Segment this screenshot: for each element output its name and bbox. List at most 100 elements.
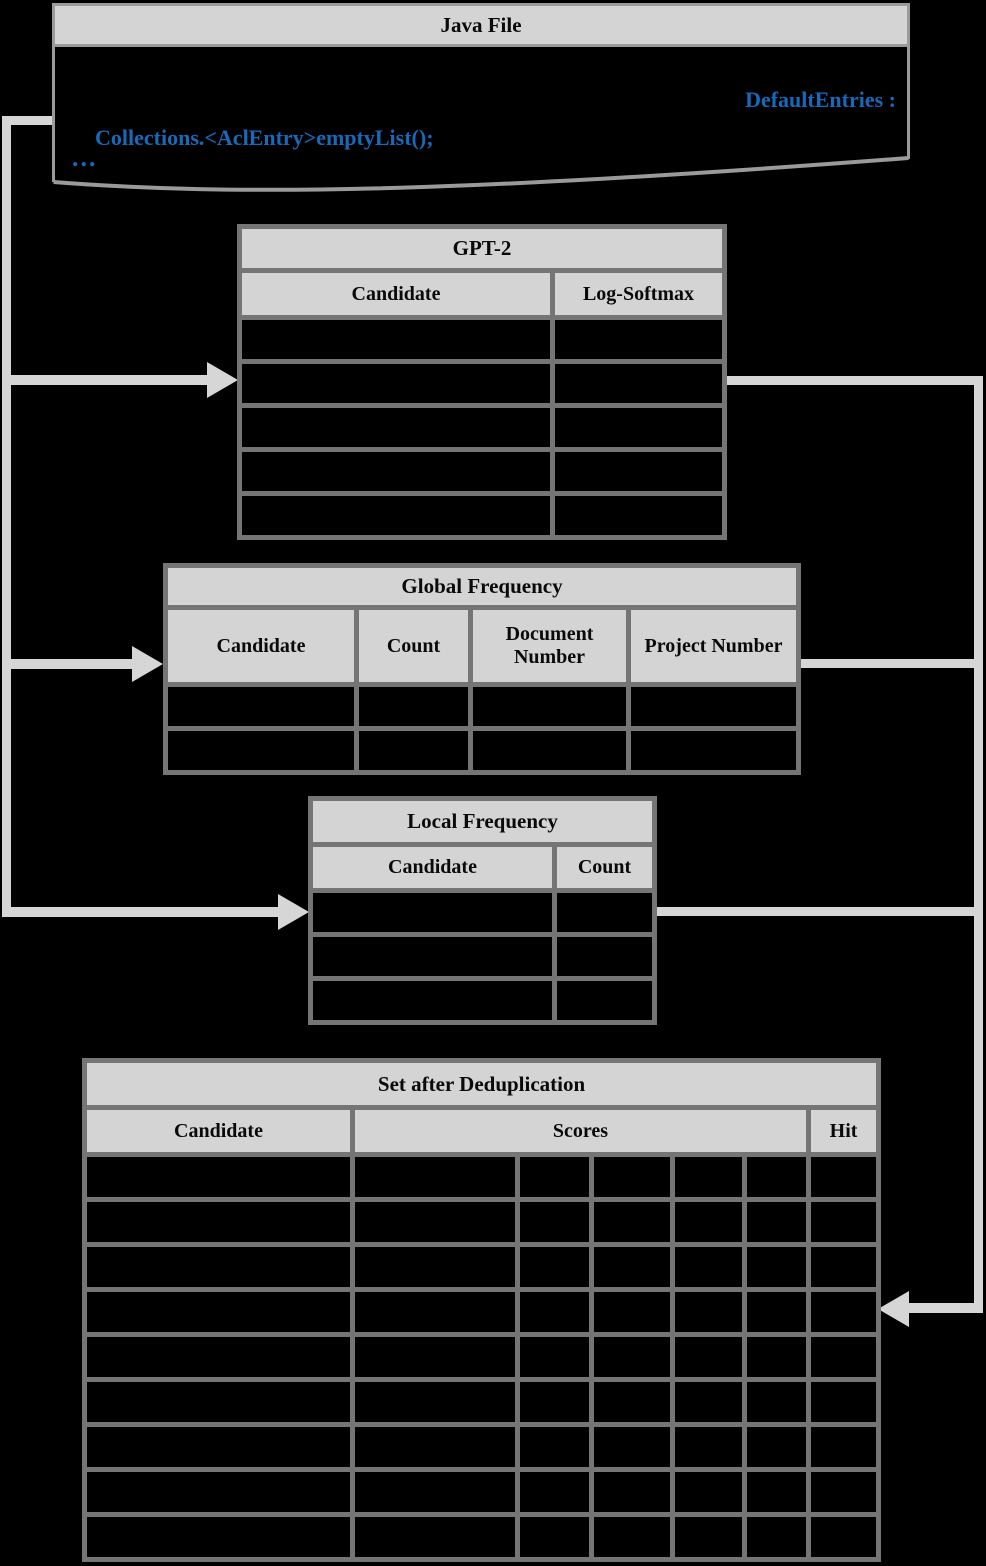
empty-cell — [237, 447, 555, 496]
empty-cell — [589, 1377, 675, 1427]
empty-cell — [589, 1512, 675, 1562]
empty-cell — [549, 359, 728, 408]
gf-col-candidate: Candidate — [163, 605, 359, 687]
empty-cell — [308, 976, 557, 1025]
connector-rail-to-dedup-set — [908, 1303, 983, 1313]
empty-cell — [589, 1152, 675, 1202]
gpt2-col-log-softmax: Log-Softmax — [549, 268, 728, 320]
empty-cell — [670, 1422, 747, 1472]
empty-cell — [742, 1152, 811, 1202]
empty-cell — [515, 1242, 594, 1292]
dedup-col-hit: Hit — [805, 1105, 882, 1157]
empty-cell — [354, 726, 473, 775]
lf-col-count: Count — [552, 842, 657, 893]
empty-cell — [805, 1467, 882, 1517]
table-row — [82, 1152, 882, 1202]
empty-cell — [670, 1152, 747, 1202]
empty-cell — [350, 1152, 520, 1202]
empty-cell — [163, 726, 359, 775]
global-frequency-title-row: Global Frequency — [162, 563, 802, 610]
empty-cell — [350, 1197, 520, 1247]
connector-javafile-to-left-rail — [2, 116, 52, 125]
global-frequency-body — [163, 682, 802, 775]
empty-cell — [515, 1377, 594, 1427]
code-line-defaultentries: DefaultEntries : — [745, 87, 896, 112]
empty-cell — [742, 1377, 811, 1427]
empty-cell — [515, 1287, 594, 1337]
gpt2-title-row: GPT-2 — [236, 224, 728, 273]
table-row — [82, 1197, 882, 1247]
local-frequency-table: Local Frequency Candidate Count — [308, 796, 657, 1025]
arrow-into-local-frequency-icon — [278, 894, 309, 930]
table-row — [237, 315, 728, 364]
dedup-body — [82, 1152, 882, 1562]
empty-cell — [670, 1467, 747, 1517]
empty-cell — [350, 1467, 520, 1517]
empty-cell — [742, 1287, 811, 1337]
empty-cell — [589, 1422, 675, 1472]
arrow-into-dedup-set-icon — [878, 1291, 909, 1327]
empty-cell — [742, 1512, 811, 1562]
empty-cell — [742, 1422, 811, 1472]
empty-cell — [237, 315, 555, 364]
global-frequency-title: Global Frequency — [162, 563, 802, 610]
table-row — [237, 447, 728, 496]
java-file-box: Java File DefaultEntries : Collections.<… — [52, 3, 910, 203]
empty-cell — [163, 682, 359, 731]
empty-cell — [742, 1467, 811, 1517]
connector-left-rail — [2, 116, 11, 917]
empty-cell — [589, 1287, 675, 1337]
table-row — [82, 1332, 882, 1382]
empty-cell — [670, 1377, 747, 1427]
empty-cell — [549, 315, 728, 364]
empty-cell — [350, 1287, 520, 1337]
empty-cell — [515, 1422, 594, 1472]
connector-local-frequency-to-right-rail — [652, 907, 974, 916]
set-after-deduplication-table: Set after Deduplication Candidate Scores… — [81, 1058, 882, 1562]
empty-cell — [82, 1332, 355, 1382]
empty-cell — [805, 1512, 882, 1562]
connector-branch-gpt2 — [2, 375, 207, 385]
empty-cell — [552, 976, 657, 1025]
local-frequency-title: Local Frequency — [308, 796, 657, 847]
empty-cell — [308, 888, 557, 937]
empty-cell — [589, 1467, 675, 1517]
empty-cell — [515, 1332, 594, 1382]
empty-cell — [82, 1467, 355, 1517]
empty-cell — [549, 403, 728, 452]
dedup-title-row: Set after Deduplication — [81, 1058, 882, 1110]
gpt2-body — [237, 315, 728, 540]
java-file-box-outline — [52, 45, 910, 192]
empty-cell — [805, 1287, 882, 1337]
table-row — [163, 726, 802, 775]
code-line-ellipsis: ... — [72, 143, 98, 172]
lf-col-candidate: Candidate — [308, 842, 557, 893]
empty-cell — [468, 726, 631, 775]
empty-cell — [589, 1242, 675, 1292]
connector-branch-local-frequency — [2, 907, 278, 917]
gpt2-title: GPT-2 — [236, 224, 728, 273]
empty-cell — [549, 447, 728, 496]
empty-cell — [670, 1512, 747, 1562]
table-row — [308, 976, 657, 1025]
empty-cell — [805, 1332, 882, 1382]
connector-global-frequency-to-right-rail — [796, 659, 974, 668]
empty-cell — [625, 682, 802, 731]
empty-cell — [82, 1197, 355, 1247]
empty-cell — [237, 491, 555, 540]
connector-branch-global-frequency — [2, 659, 132, 669]
table-row — [82, 1242, 882, 1292]
empty-cell — [742, 1197, 811, 1247]
empty-cell — [82, 1377, 355, 1427]
empty-cell — [552, 888, 657, 937]
gf-col-project-number: Project Number — [625, 605, 802, 687]
empty-cell — [82, 1422, 355, 1472]
empty-cell — [805, 1422, 882, 1472]
empty-cell — [549, 491, 728, 540]
empty-cell — [82, 1152, 355, 1202]
dedup-col-scores: Scores — [350, 1105, 811, 1157]
empty-cell — [805, 1197, 882, 1247]
table-row — [163, 682, 802, 731]
dedup-title: Set after Deduplication — [81, 1058, 882, 1110]
java-file-title: Java File — [52, 3, 910, 47]
